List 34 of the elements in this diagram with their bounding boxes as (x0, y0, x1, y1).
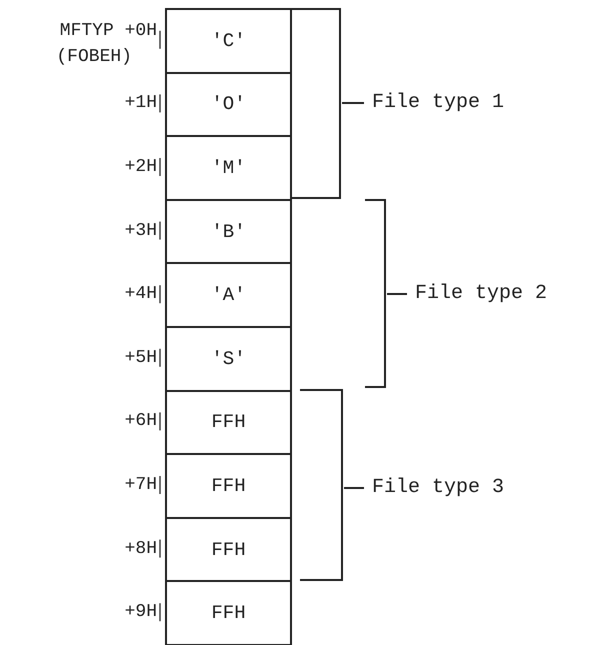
cell-value: FFH (211, 411, 246, 434)
address-offset: +4H (124, 283, 157, 306)
memory-cell (165, 135, 292, 201)
cell-value: FFH (211, 538, 246, 561)
address-offset: +5H (124, 346, 157, 369)
cell-value: 'M' (211, 156, 246, 179)
address-offset: +8H (124, 538, 157, 560)
cell-value: 'B' (211, 220, 246, 243)
memory-cell (165, 326, 292, 392)
cell-value: 'A' (211, 284, 246, 306)
memory-cell (165, 516, 292, 582)
memory-cell (165, 8, 292, 74)
memory-cell (165, 198, 292, 264)
address-offset: (FOBEH) (56, 46, 132, 68)
memory-cell (165, 580, 292, 645)
memory-cell (165, 390, 292, 456)
cell-value: FFH (211, 602, 246, 624)
cell-value: FFH (211, 474, 246, 497)
group-label: File type 3 (372, 476, 504, 500)
address-offset: +2H (124, 156, 157, 178)
address-offset: +9H (124, 601, 157, 624)
address-offset: +1H (124, 92, 157, 114)
group-label: File type 1 (372, 91, 504, 115)
address-offset: +7H (124, 474, 157, 496)
group-label: File type 2 (415, 282, 548, 306)
cell-value: 'S' (211, 348, 246, 370)
address-offset: +3H (124, 220, 157, 242)
address-offset: +6H (124, 410, 157, 432)
memory-cell (165, 72, 292, 138)
cell-value: 'O' (211, 93, 246, 116)
memory-cell (165, 453, 292, 519)
address-offset: MFTYP +0H (60, 20, 157, 42)
memory-cell (165, 262, 292, 328)
cell-value: 'C' (211, 30, 246, 52)
